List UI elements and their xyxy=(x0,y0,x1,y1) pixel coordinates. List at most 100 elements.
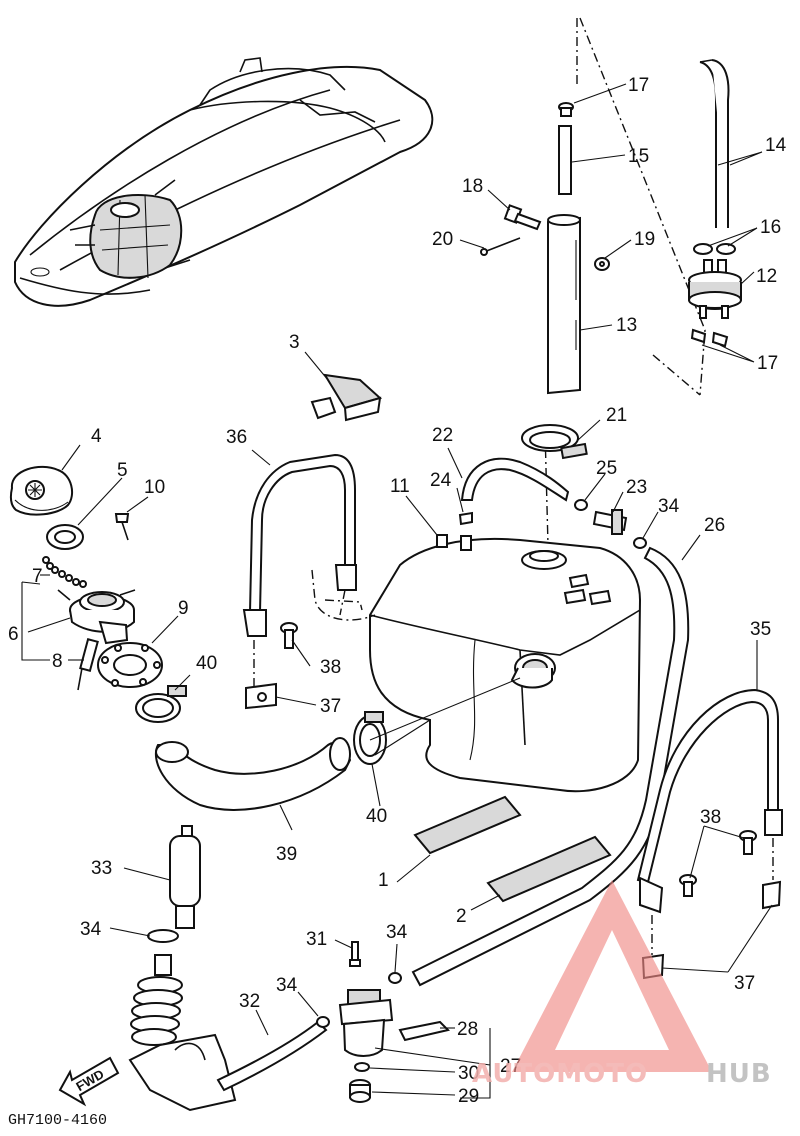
leader-lines xyxy=(21,83,773,1099)
clip-34-left xyxy=(147,929,179,943)
callout-labels: 1 2 3 4 5 6 7 8 9 10 11 12 13 14 15 16 1… xyxy=(8,75,787,1107)
gasket-9 xyxy=(97,642,163,688)
hose-clamp-40-right xyxy=(353,711,387,765)
fuel-cap-4 xyxy=(9,465,74,516)
bolt-38-left xyxy=(280,622,298,649)
pin-31 xyxy=(349,941,361,967)
callout-8: 8 xyxy=(52,651,63,672)
callout-38-left: 38 xyxy=(320,657,341,678)
o-ring-30 xyxy=(354,1062,370,1072)
filler-neck-6 xyxy=(57,589,136,645)
callout-9: 9 xyxy=(178,598,189,619)
callout-28: 28 xyxy=(457,1019,478,1040)
callout-16: 16 xyxy=(760,217,781,238)
fwd-direction-arrow: FWD xyxy=(58,1056,120,1107)
callout-32: 32 xyxy=(239,991,260,1012)
automotohub-watermark: AUTOMOTO HUB xyxy=(472,880,772,1089)
strap-35 xyxy=(636,688,783,955)
clip-34-lower xyxy=(316,1016,330,1028)
callout-21: 21 xyxy=(606,405,627,426)
clip-17-top xyxy=(558,102,574,117)
fuel-filter-27 xyxy=(338,989,394,1057)
clips-17-bottom xyxy=(690,328,729,348)
callout-25: 25 xyxy=(596,458,617,479)
callout-5: 5 xyxy=(117,460,128,481)
callout-40-left: 40 xyxy=(196,653,217,674)
hose-32 xyxy=(216,1020,328,1092)
callout-19: 19 xyxy=(634,229,655,250)
drawing-code: GH7100-4160 xyxy=(8,1112,107,1129)
tube-13 xyxy=(547,214,581,395)
callout-15: 15 xyxy=(628,146,649,167)
callout-22: 22 xyxy=(432,425,453,446)
callout-3: 3 xyxy=(289,332,300,353)
callout-11: 11 xyxy=(390,476,410,497)
watermark-triangle-logo xyxy=(512,880,712,1072)
screw-10 xyxy=(114,513,130,541)
head-20 xyxy=(480,248,488,256)
callout-33: 33 xyxy=(91,858,112,879)
callout-30: 30 xyxy=(458,1063,479,1084)
callout-36: 36 xyxy=(226,427,247,448)
pad-2 xyxy=(486,835,612,903)
pin-8 xyxy=(77,637,99,691)
callout-24: 24 xyxy=(430,470,452,491)
callout-40-right: 40 xyxy=(366,806,387,827)
callout-38-right: 38 xyxy=(700,807,721,828)
screw-20 xyxy=(483,237,521,253)
hose-clamp-21 xyxy=(521,424,588,460)
bolt-38-right-a xyxy=(739,830,757,855)
callout-10: 10 xyxy=(144,477,165,498)
watermark-brand-a: AUTOMOTO xyxy=(472,1059,648,1089)
fuel-sender-12 xyxy=(688,259,742,319)
callout-26: 26 xyxy=(704,515,725,536)
intake-bellows xyxy=(128,954,237,1112)
bracket-37-left xyxy=(245,682,277,710)
callout-1: 1 xyxy=(378,870,389,891)
bolt-38-right-b xyxy=(679,874,697,897)
vent-hose-22 xyxy=(460,457,570,502)
callout-39: 39 xyxy=(276,844,297,865)
fuel-tank-11 xyxy=(311,534,642,793)
callout-37-right: 37 xyxy=(734,973,755,994)
chain-7 xyxy=(42,556,87,588)
filler-hose-39 xyxy=(154,737,352,811)
fitting-24 xyxy=(458,511,473,551)
hoses-14 xyxy=(699,59,730,228)
callout-34-left: 34 xyxy=(80,919,102,940)
callout-13: 13 xyxy=(616,315,637,336)
callout-29: 29 xyxy=(458,1086,479,1107)
hose-clamp-40-left xyxy=(135,685,187,723)
callout-34-mid: 34 xyxy=(386,922,408,943)
callout-31: 31 xyxy=(306,929,327,950)
callout-35: 35 xyxy=(750,619,771,640)
filter-33 xyxy=(169,825,201,929)
callout-23: 23 xyxy=(626,477,647,498)
check-valve-23 xyxy=(592,509,628,535)
callout-20: 20 xyxy=(432,229,453,250)
clip-25 xyxy=(574,499,588,511)
callout-37-left: 37 xyxy=(320,696,341,717)
callout-4: 4 xyxy=(91,426,102,447)
bracket-28 xyxy=(398,1020,450,1042)
strap-36 xyxy=(242,453,357,690)
watermark-brand-b: HUB xyxy=(706,1059,772,1089)
callout-14: 14 xyxy=(765,135,787,156)
callout-7: 7 xyxy=(32,566,43,587)
clip-34-upper xyxy=(633,537,647,549)
pipe-15 xyxy=(558,125,572,195)
bracket-3 xyxy=(310,373,383,422)
callout-12: 12 xyxy=(756,266,777,287)
cup-29 xyxy=(349,1079,371,1103)
callout-17-bottom: 17 xyxy=(757,353,778,374)
callout-34-upper: 34 xyxy=(658,496,680,517)
callout-2: 2 xyxy=(456,906,467,927)
clip-34-mid xyxy=(388,972,402,984)
bracket-37-right xyxy=(641,880,782,980)
bolt-18 xyxy=(503,204,542,231)
callout-17-top: 17 xyxy=(628,75,649,96)
breather-hose-26 xyxy=(411,546,690,987)
pad-1 xyxy=(413,795,522,855)
callout-18: 18 xyxy=(462,176,483,197)
